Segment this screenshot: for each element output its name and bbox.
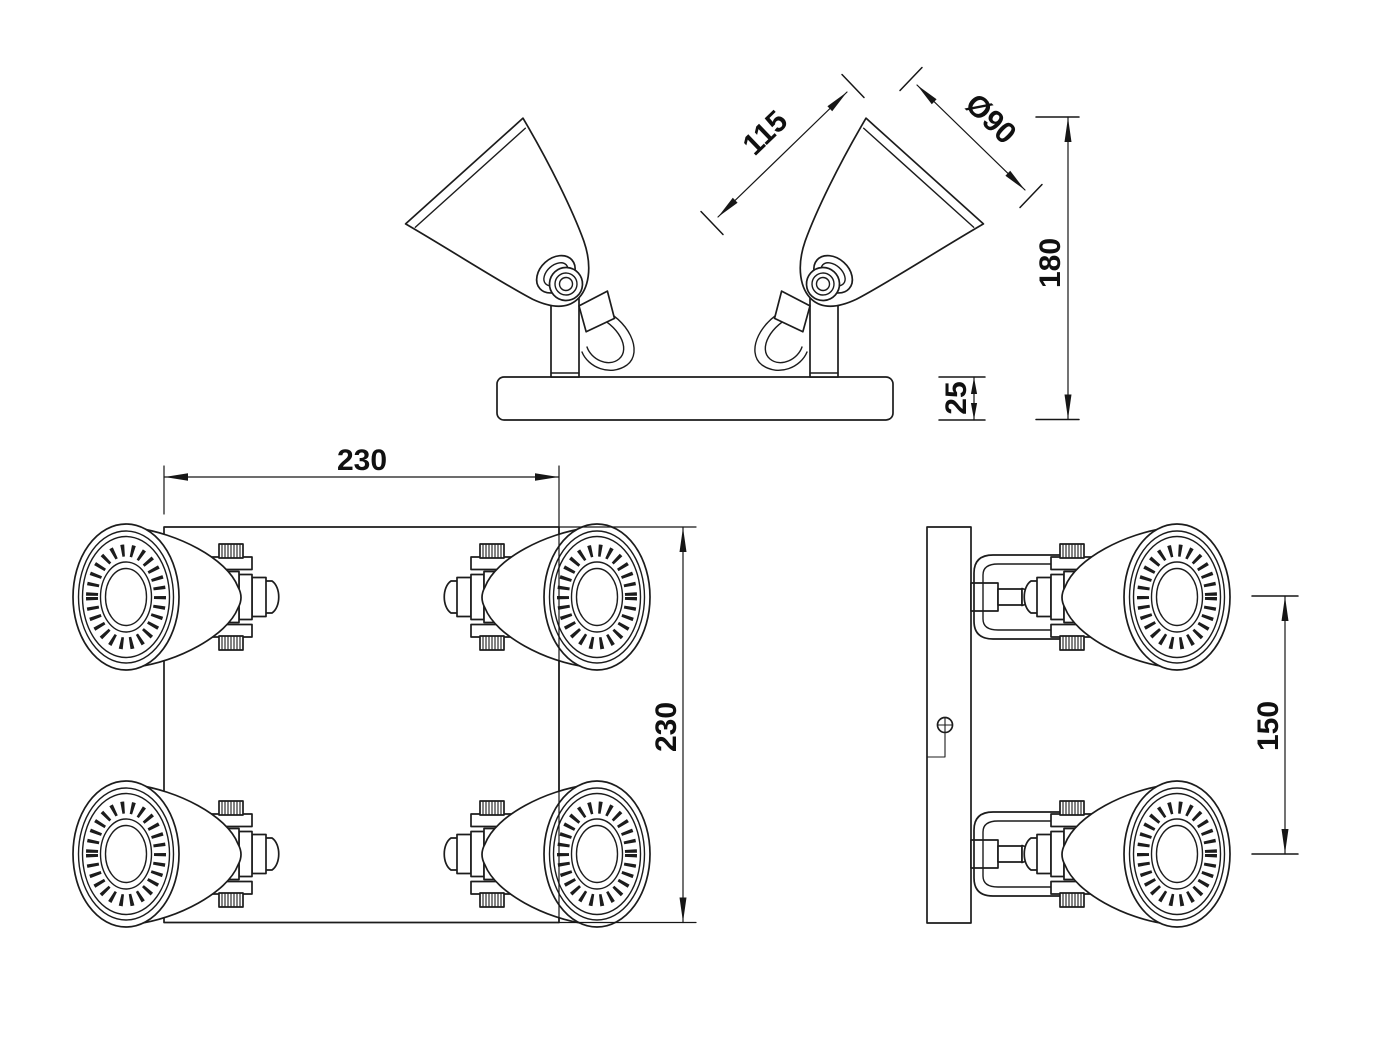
plan-spot-bottom-left	[73, 781, 279, 927]
dim-spot-spacing-label: 150	[1252, 701, 1285, 751]
dim-base-width: 230	[163, 444, 560, 923]
side-spot-upper	[970, 524, 1230, 670]
dim-base-thickness-label: 25	[940, 381, 973, 414]
plan-spot-bottom-right	[444, 781, 650, 927]
dim-fixture-height: 180	[1034, 116, 1080, 421]
plan-spot-top-left	[73, 524, 279, 670]
spot-head-left	[406, 118, 664, 380]
base-plate-front	[496, 376, 894, 421]
dim-base-depth-label: 230	[650, 702, 683, 752]
plan-view: 230 230	[73, 444, 697, 927]
dim-spot-spacing: 150	[1251, 595, 1299, 855]
right-stem	[809, 292, 839, 378]
plan-spot-top-right	[444, 524, 650, 670]
dim-fixture-height-label: 180	[1034, 238, 1067, 288]
side-spot-lower	[970, 781, 1230, 927]
dim-base-width-label: 230	[337, 444, 387, 477]
side-view: 150	[926, 524, 1299, 927]
dim-head-diameter-label: Ø90	[959, 88, 1023, 151]
dim-head-length-label: 115	[737, 104, 795, 161]
left-stem	[550, 292, 580, 378]
dim-base-depth: 230	[558, 526, 697, 924]
spot-head-right	[725, 118, 983, 380]
dim-base-thickness: 25	[938, 376, 986, 421]
front-elevation-view: 115 Ø90 180 25	[406, 66, 1080, 421]
